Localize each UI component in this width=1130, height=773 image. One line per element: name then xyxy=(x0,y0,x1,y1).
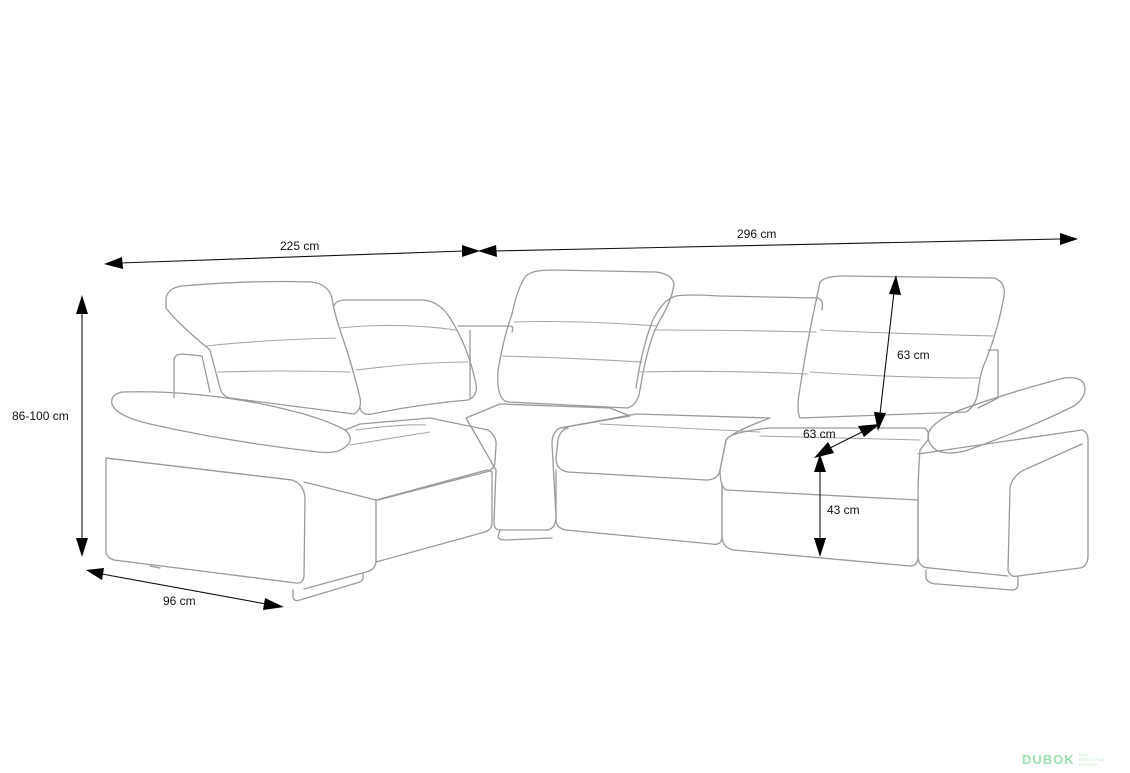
watermark-logo: DUBOK ВАШ МЕБЕЛЬНЫЙ МАГАЗИН xyxy=(1022,752,1105,767)
seat-depth-label: 63 cm xyxy=(803,427,836,441)
left-headrest-2 xyxy=(333,299,477,416)
right-armrest-cushion xyxy=(927,376,1086,454)
corner-seat xyxy=(465,403,631,531)
back-height-label: 63 cm xyxy=(897,348,930,362)
seat-height-label: 43 cm xyxy=(827,503,860,517)
right-section xyxy=(555,275,1089,591)
right-seat-1 xyxy=(555,413,771,481)
right-front-block xyxy=(555,469,723,545)
corner-backrest xyxy=(497,269,675,409)
right-armrest-base xyxy=(917,429,1089,578)
corner-section xyxy=(465,269,675,541)
right-headrest xyxy=(797,275,1005,419)
height-total-label: 86-100 cm xyxy=(12,409,69,423)
right-seat-2 xyxy=(719,427,930,501)
watermark-brand: DUBOK xyxy=(1022,752,1075,767)
dimension-lines xyxy=(76,233,1078,610)
left-section xyxy=(105,280,514,602)
middle-backrest xyxy=(635,294,824,389)
watermark-tagline: ВАШ МЕБЕЛЬНЫЙ МАГАЗИН xyxy=(1078,752,1105,767)
width-right-label: 296 cm xyxy=(737,227,777,241)
left-headrest-1 xyxy=(165,280,362,415)
depth-label: 96 cm xyxy=(163,594,196,608)
left-armrest-cushion xyxy=(111,391,351,454)
width-left-label: 225 cm xyxy=(280,239,320,253)
left-seat-front xyxy=(303,481,377,590)
left-armrest-base xyxy=(105,457,306,584)
